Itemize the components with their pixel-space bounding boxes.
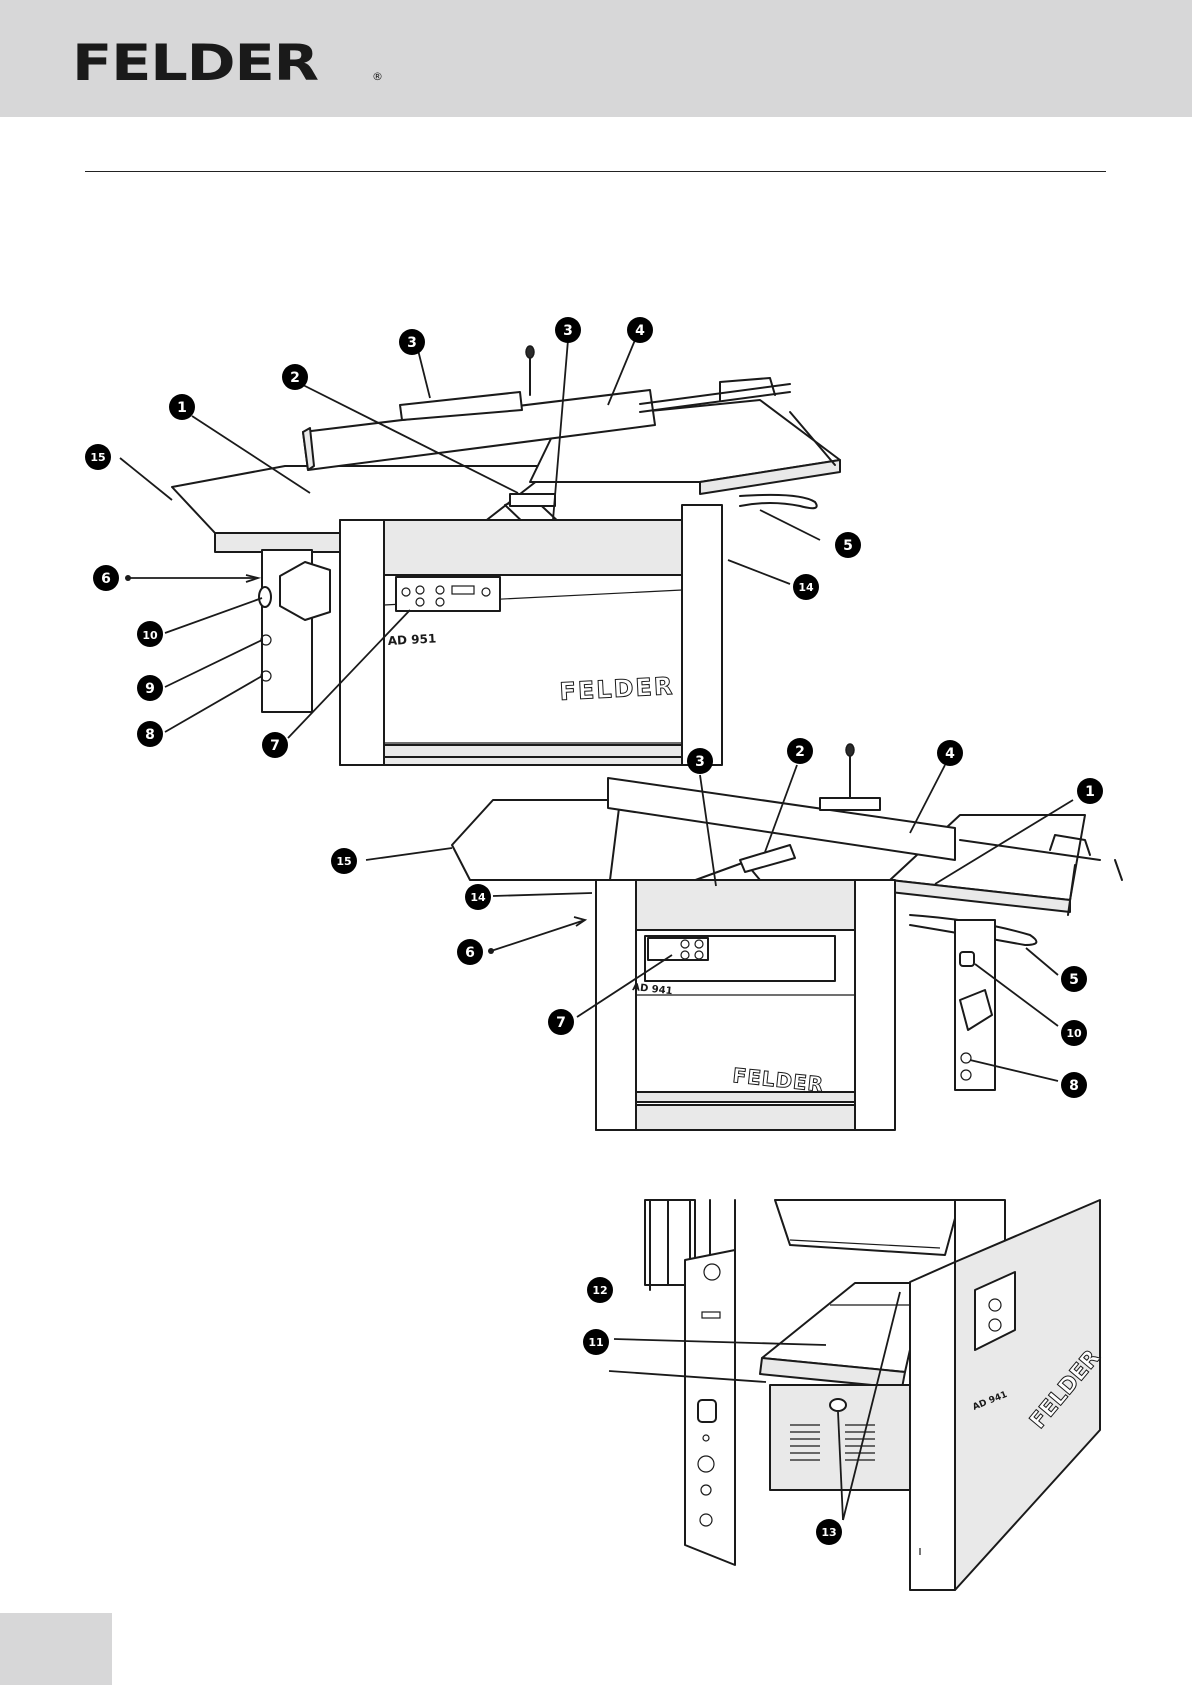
extraction-hood: [740, 495, 817, 508]
svg-text:6: 6: [101, 571, 111, 587]
body-base: [384, 745, 682, 757]
svg-text:7: 7: [556, 1015, 566, 1031]
main-switch: [698, 1400, 716, 1422]
svg-text:5: 5: [843, 538, 853, 554]
motor-housing: [280, 562, 330, 620]
svg-text:6: 6: [465, 945, 475, 961]
callout-5-middle: 5: [1061, 966, 1087, 992]
control-panel: [396, 577, 500, 611]
infeed-table-middle: [452, 800, 620, 880]
callout-10-middle: 10: [1061, 1020, 1087, 1046]
svg-text:7: 7: [270, 738, 280, 754]
callout-3-middle: 3: [687, 748, 713, 774]
leg-right-middle: [855, 880, 895, 1130]
callout-6-middle: 6: [457, 939, 483, 965]
svg-text:1: 1: [177, 400, 187, 416]
callout-5-top: 5: [835, 532, 861, 558]
svg-text:13: 13: [821, 1526, 836, 1539]
svg-text:15: 15: [90, 451, 105, 464]
callout-11-bottom: 11: [583, 1329, 609, 1355]
switch-middle: [960, 952, 974, 966]
callout-14-top: 14: [793, 574, 819, 600]
body-leg-left: [340, 520, 384, 765]
svg-text:11: 11: [588, 1336, 603, 1349]
page-number-tab: [0, 1613, 112, 1685]
planer-bed-top: [775, 1200, 960, 1255]
thicknesser-table: [762, 1283, 925, 1372]
callout-15-top: 15: [85, 444, 111, 470]
svg-text:15: 15: [336, 855, 351, 868]
callout-9-top: 9: [137, 675, 163, 701]
callout-1-top: 1: [169, 394, 195, 420]
callout-7-middle: 7: [548, 1009, 574, 1035]
svg-text:10: 10: [142, 629, 158, 642]
callout-14-middle: 14: [465, 884, 491, 910]
body-leg-right: [682, 505, 722, 765]
callout-13-bottom: 13: [816, 1519, 842, 1545]
fence-clamp-middle: [820, 798, 880, 810]
callout-8-top: 8: [137, 721, 163, 747]
callout-6-top: 6: [93, 565, 119, 591]
svg-text:10: 10: [1066, 1027, 1082, 1040]
callout-2-top: 2: [282, 364, 308, 390]
callout-7-top: 7: [262, 732, 288, 758]
callout-8-middle: 8: [1061, 1072, 1087, 1098]
callout-3a-top: 3: [399, 329, 425, 355]
control-panel-middle: [648, 938, 708, 960]
lower-knob: [830, 1399, 846, 1411]
leg-left-middle: [596, 880, 636, 1130]
svg-text:9: 9: [145, 681, 155, 697]
svg-text:4: 4: [945, 746, 955, 762]
svg-text:8: 8: [1069, 1078, 1079, 1094]
guard-bracket: [510, 494, 555, 506]
svg-text:2: 2: [795, 744, 805, 760]
callout-10-top: 10: [137, 621, 163, 647]
callout-4-middle: 4: [937, 740, 963, 766]
svg-text:2: 2: [290, 370, 300, 386]
svg-text:8: 8: [145, 727, 155, 743]
callout-3b-top: 3: [555, 317, 581, 343]
figure-bottom: AD 941 FELDER 12 11 13: [583, 1200, 1105, 1590]
svg-text:14: 14: [470, 891, 486, 904]
callout-15-middle: 15: [331, 848, 357, 874]
callout-2-middle: 2: [787, 738, 813, 764]
svg-text:3: 3: [563, 323, 573, 339]
front-post: [910, 1262, 955, 1590]
callout-1-middle: 1: [1077, 778, 1103, 804]
svg-text:14: 14: [798, 581, 814, 594]
callout-4-top: 4: [627, 317, 653, 343]
svg-text:5: 5: [1069, 972, 1079, 988]
right-body: [955, 1200, 1100, 1590]
figure-top: AD 951 FELDER 1 2 3 3 4 5 6 7 8 9 10: [85, 317, 861, 765]
handwheel: [259, 587, 271, 607]
model-label-top: AD 951: [387, 631, 436, 648]
figure-middle: AD 941 FELDER 3 2 4 1 15 14 6 7 5 10 8: [331, 738, 1122, 1130]
svg-text:3: 3: [407, 335, 417, 351]
svg-text:4: 4: [635, 323, 645, 339]
svg-text:1: 1: [1085, 784, 1095, 800]
svg-text:3: 3: [695, 754, 705, 770]
svg-text:12: 12: [592, 1284, 607, 1297]
callout-12-bottom: 12: [587, 1277, 613, 1303]
